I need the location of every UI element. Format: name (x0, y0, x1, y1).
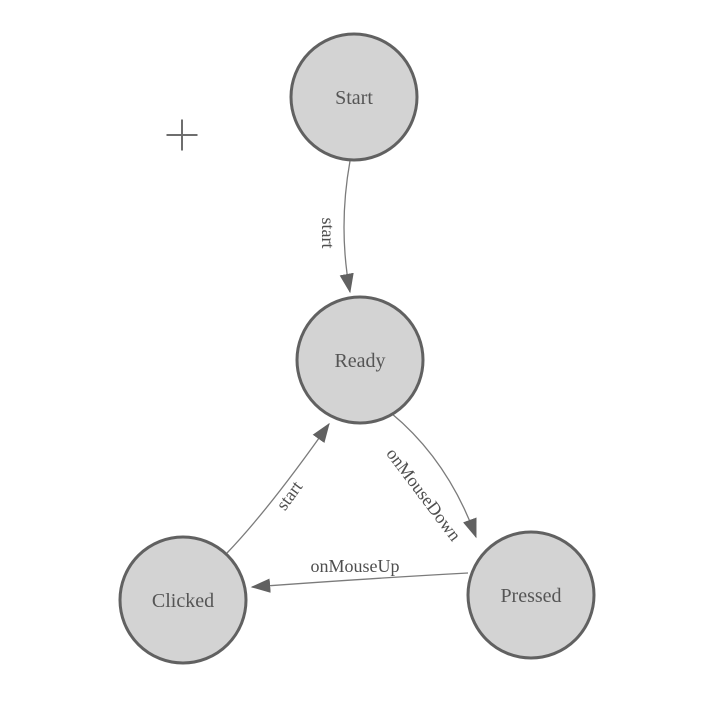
edge-label-ready-to-pressed: onMouseDown (382, 444, 465, 545)
edge-ready-to-pressed[interactable] (390, 412, 477, 539)
edge-start-to-ready[interactable] (339, 160, 354, 294)
node-ready-label: Ready (334, 350, 385, 372)
node-start[interactable]: Start (289, 32, 419, 162)
edge-label-start-to-ready: start (318, 218, 338, 249)
node-start-label: Start (335, 87, 373, 109)
plus-crosshair-icon (166, 119, 198, 151)
edge-label-clicked-to-ready: start (272, 477, 306, 514)
node-ready[interactable]: Ready (295, 295, 425, 425)
edge-label-pressed-to-clicked: onMouseUp (311, 556, 400, 576)
node-clicked[interactable]: Clicked (118, 535, 248, 665)
node-pressed-label: Pressed (500, 585, 561, 607)
edge-pressed-to-clicked[interactable] (250, 572, 469, 593)
node-clicked-label: Clicked (152, 590, 214, 612)
node-pressed[interactable]: Pressed (466, 530, 596, 660)
edge-clicked-to-ready[interactable] (226, 422, 330, 554)
